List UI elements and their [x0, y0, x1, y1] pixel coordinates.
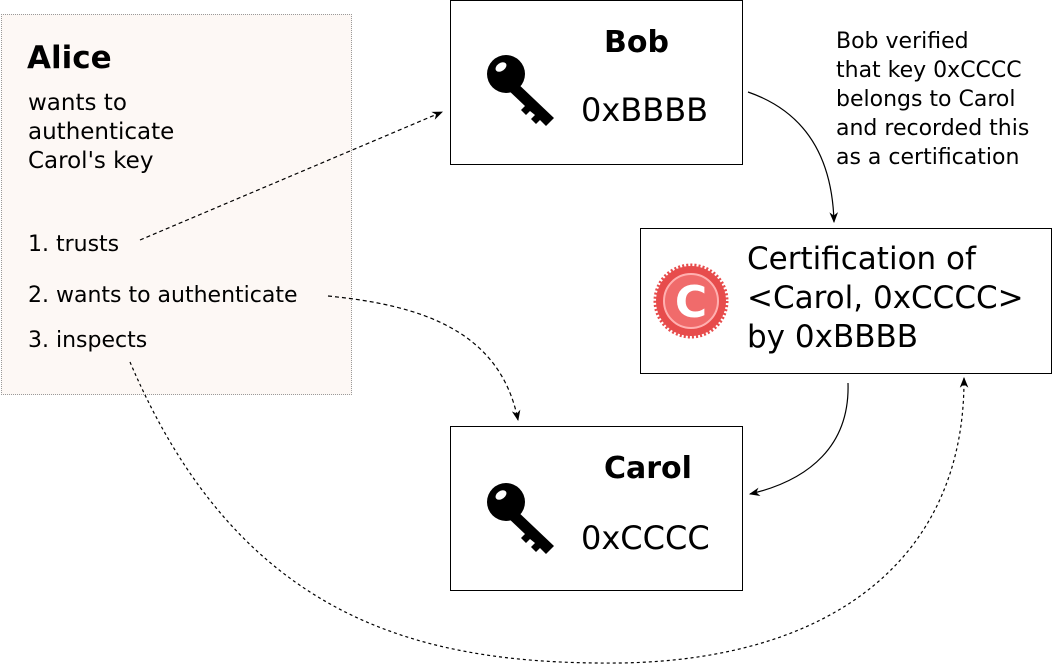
note-line: that key 0xCCCC [836, 58, 1022, 83]
inspects-arrow [129, 361, 969, 664]
alice-name: Alice [27, 40, 112, 76]
note-line: and recorded this [836, 116, 1030, 141]
certification-line: by 0xBBBB [747, 319, 919, 355]
alice-description-line: authenticate [28, 119, 175, 145]
verification-note: Bob verified that key 0xCCCC belongs to … [836, 27, 1052, 172]
bob-key-id: 0xBBBB [581, 91, 709, 129]
wants-to-authenticate-arrow [327, 295, 521, 422]
carol-name: Carol [604, 451, 692, 486]
note-line: as a certification [836, 145, 1020, 170]
certification-line: <Carol, 0xCCCC> [747, 280, 1024, 316]
step-wants-to-authenticate: 2. wants to authenticate [28, 283, 298, 308]
key-icon [487, 483, 554, 554]
note-line: belongs to Carol [836, 87, 1016, 112]
certification-line: Certification of [747, 241, 976, 277]
step-trusts: 1. trusts [28, 232, 120, 257]
alice-description-line: wants to [28, 90, 127, 116]
alice-description-line: Carol's key [28, 148, 154, 174]
bob-certifies-arrow [747, 91, 839, 224]
note-line: Bob verified [836, 29, 969, 54]
seal-letter: C [675, 277, 707, 328]
alice-panel [1, 14, 352, 395]
carol-key-id: 0xCCCC [581, 519, 710, 557]
bob-name: Bob [604, 25, 669, 60]
step-inspects: 3. inspects [28, 328, 148, 353]
certification-to-carol-arrow [748, 382, 849, 496]
certification-text: Certification of<Carol, 0xCCCC>by 0xBBBB [747, 240, 1024, 357]
key-icon [487, 55, 554, 126]
trusts-arrow [139, 111, 443, 241]
certification-seal-icon: C [653, 263, 729, 339]
